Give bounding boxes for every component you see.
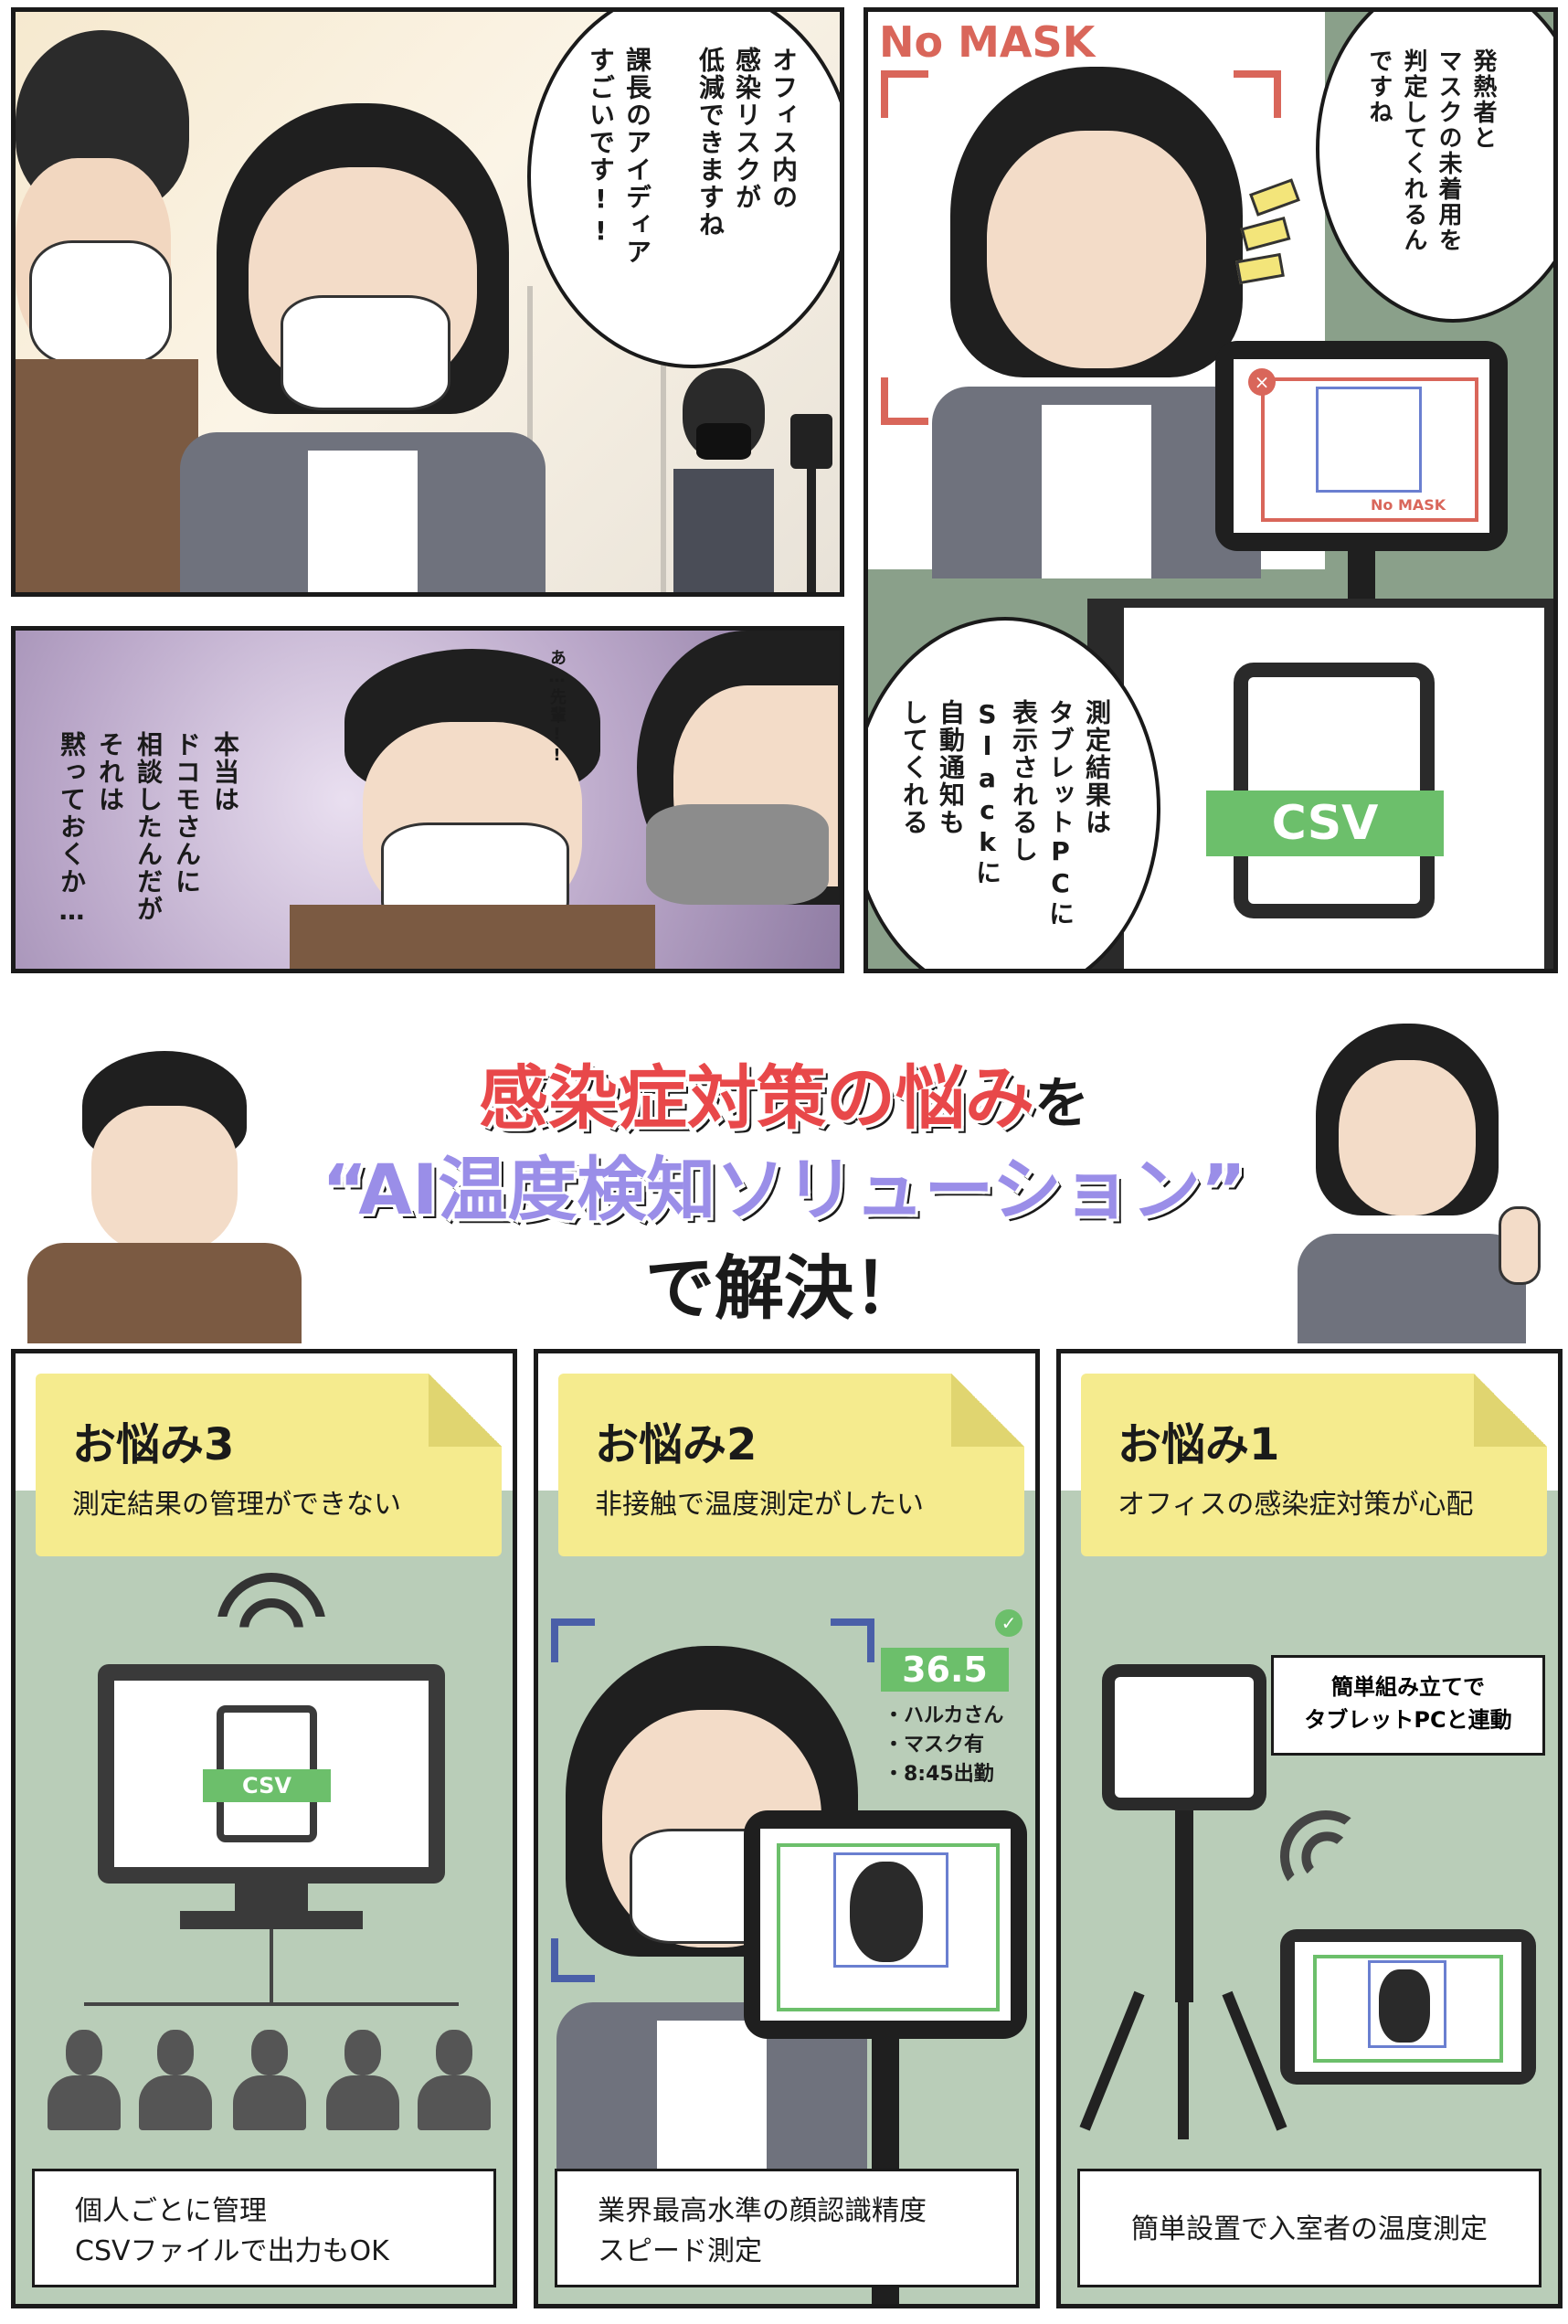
info-name: ・ハルカさん	[884, 1704, 1004, 1727]
manga-panel-1: オフィス内の 感染リスクが 低減できますね 課長のアイディア すごいです!!	[11, 7, 844, 597]
man-smiling-figure	[27, 1051, 302, 1343]
card-title: お悩み1	[1118, 1419, 1280, 1470]
csv-label: CSV	[203, 1769, 331, 1802]
card-caption: 簡単設置で入室者の温度測定	[1077, 2169, 1542, 2287]
woman-surprised-figure	[932, 67, 1261, 578]
speech-bubble	[527, 12, 840, 368]
woman-pointing-figure	[1298, 1024, 1553, 1343]
temperature-readout: 36.5	[881, 1648, 1009, 1692]
manga-panel-4: あ…先輩!! 本当は ドコモさんに 相談したんだが それは 黙っておくか…	[11, 626, 844, 973]
monitor-base	[180, 1911, 363, 1929]
tablet-no-mask-label: No MASK	[1371, 496, 1446, 514]
monitor-icon: CSV	[98, 1664, 445, 1884]
check-icon: ✓	[995, 1609, 1022, 1637]
bracket-bl	[551, 1938, 595, 1982]
tablet-stand	[1348, 551, 1375, 599]
panel4-small-speech: あ…先輩!!	[547, 649, 567, 767]
person-icon	[418, 2030, 491, 2130]
woman-partial-figure	[619, 631, 840, 969]
caption-line: CSVファイルで出力もOK	[75, 2235, 389, 2267]
thermometer-stand	[807, 423, 816, 592]
bracket-tl	[551, 1618, 595, 1662]
woman-figure	[171, 103, 555, 592]
info-mask: ・マスク有	[884, 1734, 985, 1756]
note-fold	[951, 1374, 1024, 1447]
caption-line: スピード測定	[598, 2235, 762, 2267]
bracket-bl	[881, 377, 928, 425]
person-icon	[233, 2030, 306, 2130]
solution-card-2: お悩み2 非接触で温度測定がしたい ✓ 36.5 ・ハルカさん ・マスク有 ・8…	[534, 1349, 1040, 2308]
card-subtitle: 測定結果の管理ができない	[72, 1489, 401, 1521]
person-icon	[326, 2030, 399, 2130]
thermal-device	[1102, 1664, 1266, 1810]
panel3-speech: 測定結果は タブレットPCに 表示されるし Slackに 自動通知も してくれる	[899, 699, 1112, 928]
manga-panel-2: No MASK No MASK × 発熱者と マスクの未着用を 判定してくれるん…	[863, 7, 1558, 603]
person-icon	[48, 2030, 121, 2130]
tree-line	[84, 2002, 459, 2006]
info-bubble: 簡単組み立てで タブレットPCと連動	[1271, 1655, 1545, 1756]
note-fold	[429, 1374, 502, 1447]
tree-line	[270, 1929, 273, 2002]
monitor-stand	[235, 1884, 308, 1911]
info-time: ・8:45出勤	[884, 1763, 994, 1786]
heading-suffix: を	[1034, 1072, 1089, 1136]
thermometer-screen	[790, 414, 832, 469]
bracket-tr	[1234, 70, 1281, 118]
speech-bubble	[1316, 12, 1553, 323]
tablet-icon	[1280, 1929, 1536, 2085]
panel4-narration: 本当は ドコモさんに 相談したんだが それは 黙っておくか…	[57, 731, 240, 928]
sticky-note: お悩み1 オフィスの感染症対策が心配	[1081, 1374, 1547, 1556]
card-caption: 個人ごとに管理 CSVファイルで出力もOK	[32, 2169, 496, 2287]
tablet-device	[744, 1810, 1027, 2039]
monitor: CSV	[1087, 599, 1553, 969]
man-figure	[16, 30, 198, 592]
card-subtitle: 非接触で温度測定がしたい	[595, 1489, 924, 1521]
person-icon	[139, 2030, 212, 2130]
no-mask-label: No MASK	[879, 17, 1096, 67]
sweating-man-figure	[290, 649, 655, 969]
caption-line: 業界最高水準の顔認識精度	[598, 2195, 927, 2227]
bubble-line: タブレットPCと連動	[1304, 1707, 1512, 1733]
card-background	[1061, 1491, 1558, 2304]
tripod-pole	[1175, 1810, 1193, 2002]
small-woman-figure	[673, 368, 783, 592]
solution-card-1: お悩み1 オフィスの感染症対策が心配 簡単組み立てで タブレットPCと連動 簡単…	[1056, 1349, 1563, 2308]
manga-panel-3: CSV 測定結果は タブレットPCに 表示されるし Slackに 自動通知も し…	[863, 599, 1558, 973]
wifi-icon	[217, 1573, 326, 1646]
card-title: お悩み3	[72, 1419, 235, 1470]
heading-line1: 感染症対策の悩みを	[0, 1042, 1568, 1139]
note-fold	[1474, 1374, 1547, 1447]
card-title: お悩み2	[595, 1419, 758, 1470]
card-subtitle: オフィスの感染症対策が心配	[1118, 1489, 1474, 1521]
tablet-device: No MASK ×	[1215, 341, 1508, 551]
csv-label: CSV	[1206, 791, 1444, 856]
heading-line3: で解決！	[645, 1247, 923, 1329]
solution-card-3: お悩み3 測定結果の管理ができない CSV 個人ごとに管理 CSVファイルで出力…	[11, 1349, 517, 2308]
speech-bubble	[868, 617, 1160, 969]
card-caption: 業界最高水準の顔認識精度 スピード測定	[555, 2169, 1019, 2287]
panel1-speech: オフィス内の 感染リスクが 低減できますね 課長のアイディア すごいです!!	[586, 47, 799, 266]
heading-red-text: 感染症対策の悩み	[479, 1057, 1034, 1139]
caption-line: 簡単設置で入室者の温度測定	[1131, 2213, 1488, 2245]
caption-line: 個人ごとに管理	[75, 2195, 267, 2227]
bubble-line: 簡単組み立てで	[1331, 1674, 1485, 1700]
error-icon: ×	[1248, 368, 1276, 396]
masked-woman-figure	[556, 1646, 867, 2194]
tripod-leg	[1178, 1993, 1189, 2139]
bracket-tl	[881, 70, 928, 118]
sticky-note: お悩み2 非接触で温度測定がしたい	[558, 1374, 1024, 1556]
bracket-tr	[831, 1618, 874, 1662]
heading-block: 感染症対策の悩みを “AI温度検知ソリューション” で解決！	[0, 1042, 1568, 1343]
sticky-note: お悩み3 測定結果の管理ができない	[36, 1374, 502, 1556]
panel2-speech: 発熱者と マスクの未着用を 判定してくれるん ですね	[1365, 48, 1497, 253]
heading-line2: “AI温度検知ソリューション”	[322, 1149, 1246, 1230]
